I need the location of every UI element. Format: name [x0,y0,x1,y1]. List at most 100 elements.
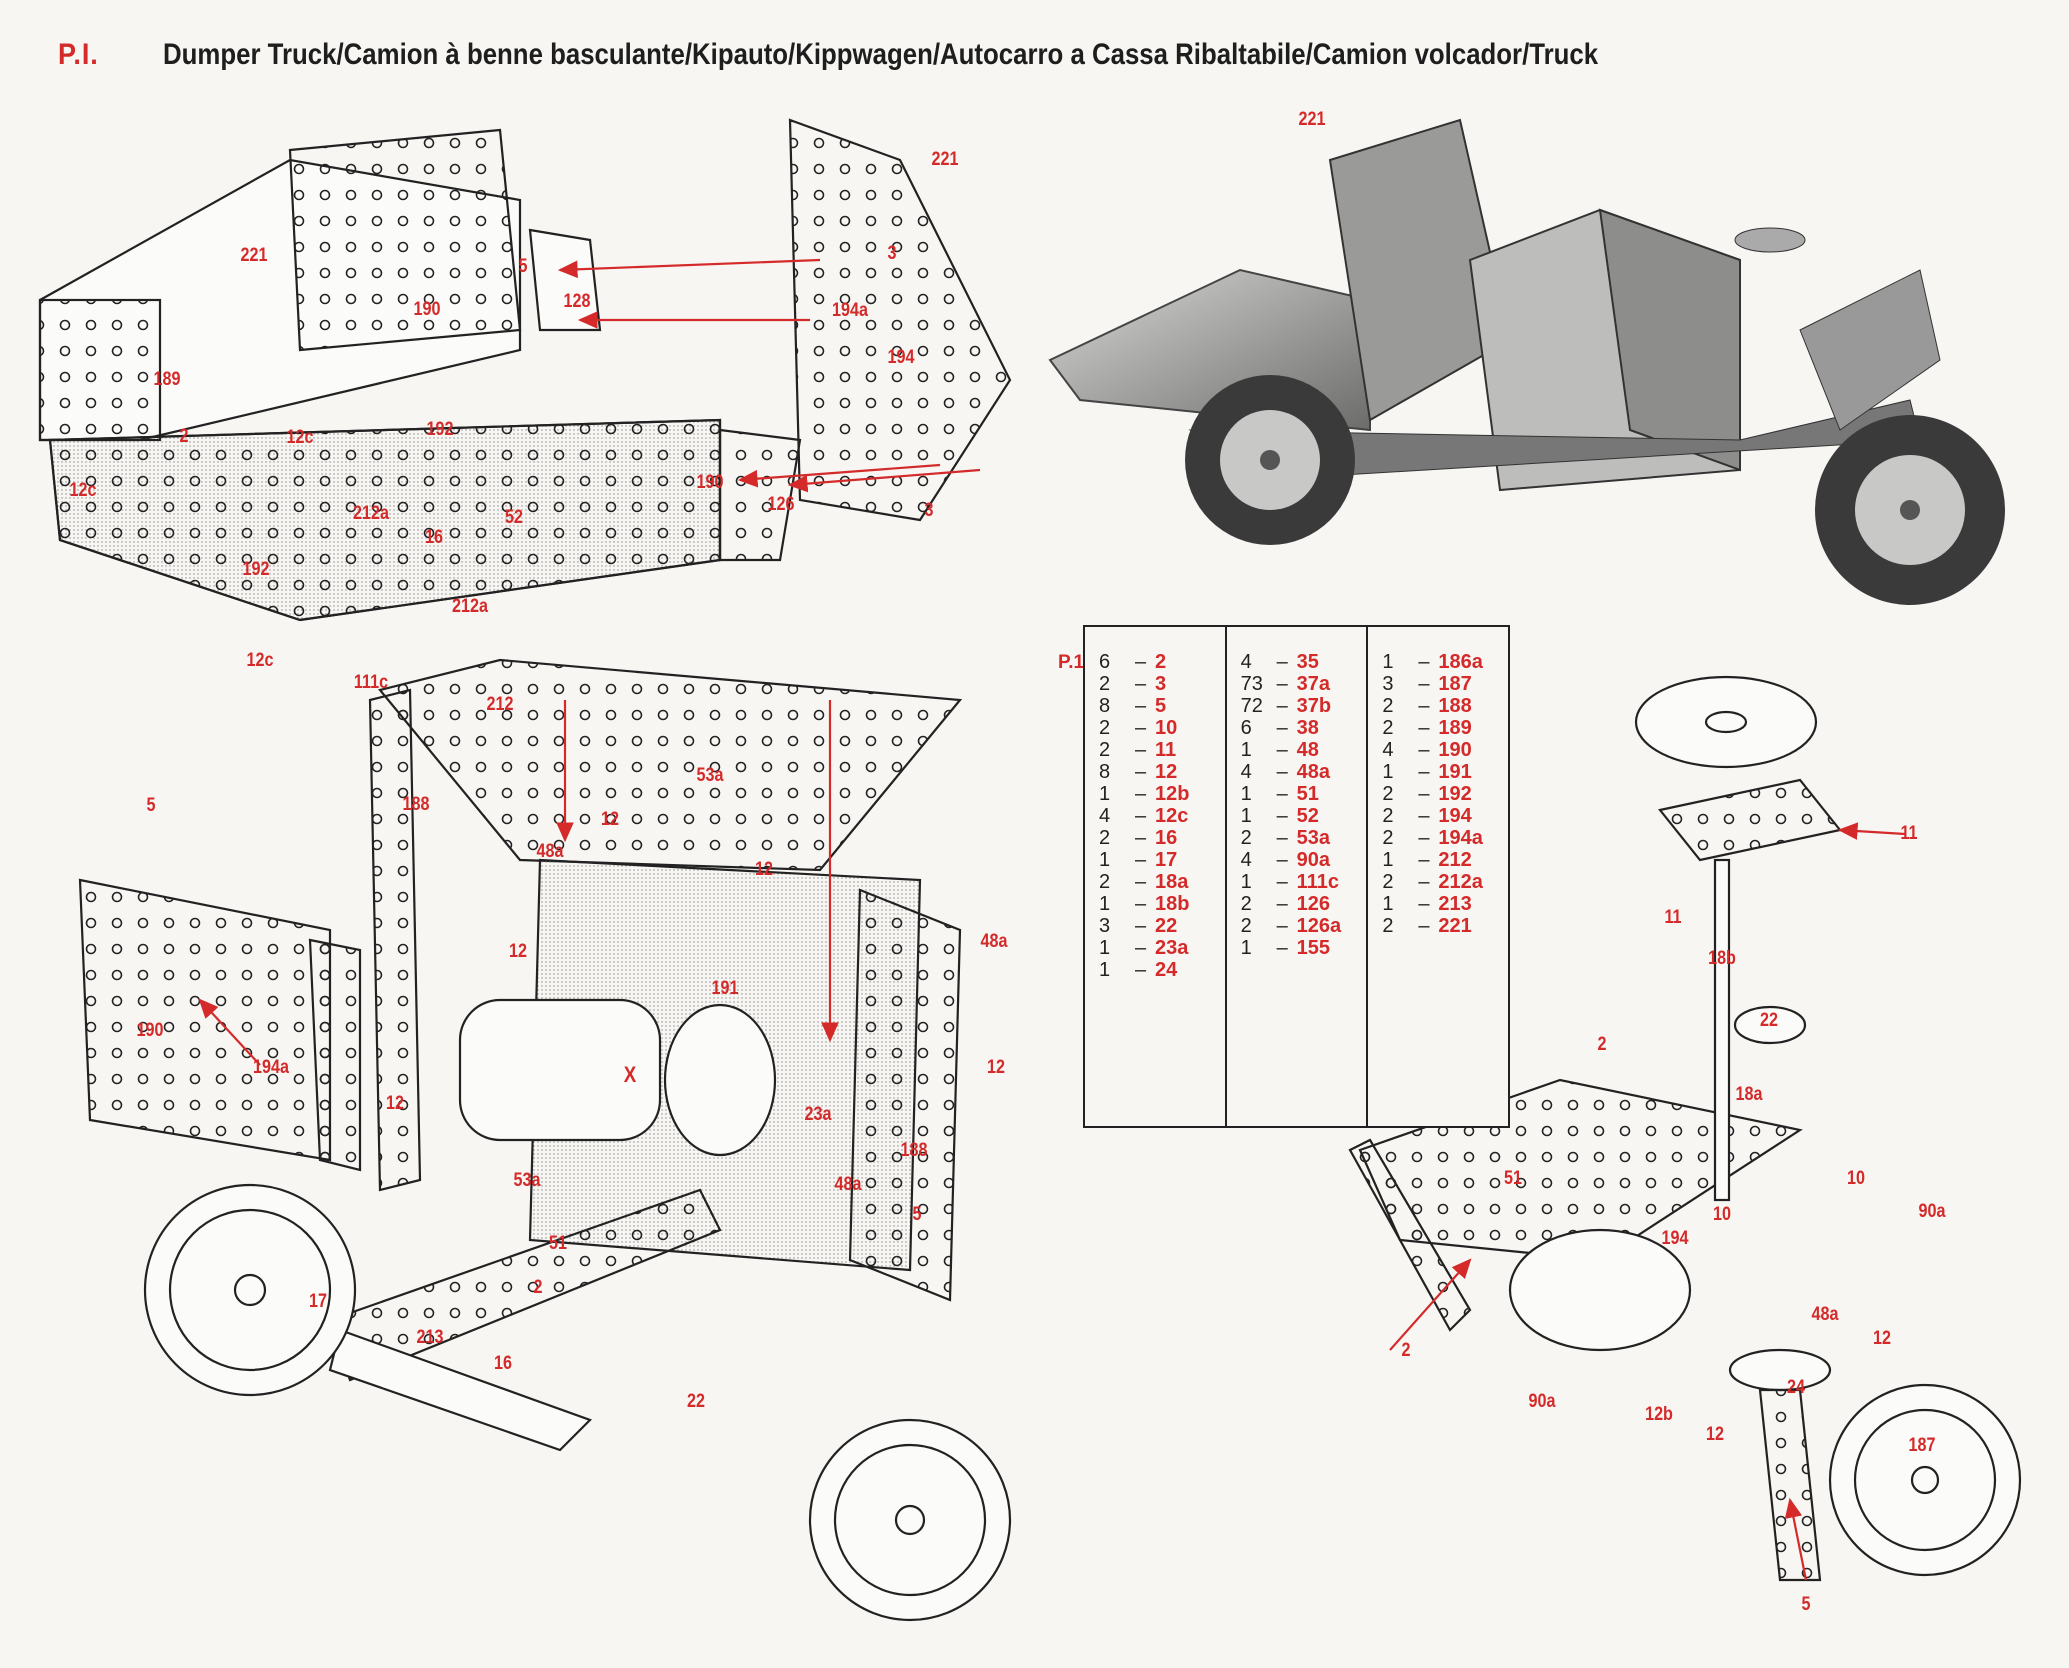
part-number: 189 [1438,717,1472,739]
part-label: 17 [309,1291,327,1312]
parts-row: 1–155 [1241,937,1367,959]
part-number: 52 [1296,805,1319,827]
parts-list-label: P.1 [1058,652,1085,673]
part-label: 12 [386,1093,404,1114]
parts-row: 72–37b [1241,695,1367,717]
dash: – [1418,805,1430,827]
part-quantity: 3 [1099,915,1111,937]
parts-row: 1 –52 [1241,805,1367,827]
dash: – [1135,893,1147,915]
part-quantity: 1 [1099,959,1111,981]
part-label: 194a [253,1057,289,1078]
part-label: 23a [804,1104,832,1125]
part-quantity: 1 [1382,849,1394,871]
part-label: 188 [900,1140,928,1161]
dash: – [1135,849,1147,871]
part-label: 18b [1708,948,1736,969]
dash: – [1135,761,1147,783]
part-number: 10 [1155,717,1178,739]
part-number: 155 [1296,937,1331,959]
part-quantity: 4 [1099,805,1111,827]
part-label: 16 [494,1353,512,1374]
part-quantity: 1 [1382,761,1394,783]
part-number: 186a [1438,651,1483,673]
part-label: 12 [987,1057,1005,1078]
part-quantity: 8 [1099,761,1111,783]
part-number: 37b [1296,695,1332,717]
part-quantity: 2 [1382,805,1394,827]
part-number: 190 [1438,739,1472,761]
parts-row: 73–37a [1241,673,1367,695]
part-label: 2 [179,426,189,447]
part-label: 213 [416,1327,444,1348]
part-quantity: 2 [1382,827,1394,849]
parts-row: 1–186a [1382,651,1508,673]
dash: – [1418,783,1430,805]
part-quantity: 1 [1240,805,1252,827]
part-label: 52 [505,507,523,528]
part-number: 194 [1438,805,1472,827]
part-quantity: 2 [1240,915,1252,937]
parts-row: 3–187 [1382,673,1508,695]
part-label: 3 [887,243,897,264]
dash: – [1135,717,1147,739]
part-quantity: 1 [1240,783,1252,805]
part-quantity: 2 [1240,893,1252,915]
part-label: 212a [353,503,389,524]
part-number: 212a [1438,871,1483,893]
page-header: P.I. Dumper Truck/Camion à benne bascula… [58,38,1598,72]
part-label: 190 [136,1020,164,1041]
parts-row: 2 –194 [1382,805,1508,827]
part-quantity: 1 [1382,651,1394,673]
dash: – [1135,739,1147,761]
part-label: 11 [1900,823,1918,844]
page-title: Dumper Truck/Camion à benne basculante/K… [163,38,1599,71]
part-label: 51 [549,1233,567,1254]
part-label: 194a [832,300,868,321]
part-label: 5 [912,1204,922,1225]
dash: – [1418,673,1430,695]
part-label: 221 [240,245,268,266]
dash: – [1135,783,1147,805]
dash: – [1276,651,1288,673]
part-label: 10 [1847,1168,1865,1189]
part-label: 11 [1664,907,1682,928]
part-label: 12c [246,650,274,671]
part-label: 12 [755,859,773,880]
dash: – [1276,673,1288,695]
part-label: 90a [1528,1391,1556,1412]
part-number: 212 [1438,849,1472,871]
part-label: 90a [1918,1201,1946,1222]
part-label: 53a [696,765,724,786]
part-number: 53a [1296,827,1331,849]
parts-row: 2–18a [1099,871,1225,893]
dash: – [1276,893,1288,915]
dash: – [1276,783,1288,805]
part-number: 192 [1438,783,1472,805]
dash: – [1418,871,1430,893]
dash: – [1276,915,1288,937]
part-label: 12 [601,809,619,830]
part-label: 18a [1735,1084,1763,1105]
part-number: 18b [1155,893,1190,915]
dash: – [1135,827,1147,849]
part-quantity: 2 [1099,827,1111,849]
dash: – [1276,761,1288,783]
parts-row: 4–48a [1241,761,1367,783]
parts-row: 2–126a [1241,915,1367,937]
part-label: 194 [1661,1228,1689,1249]
part-number: 23a [1155,937,1189,959]
part-label: 5 [518,256,528,277]
part-label: 2 [533,1277,543,1298]
part-quantity: 2 [1382,717,1394,739]
dash: – [1276,849,1288,871]
part-quantity: 1 [1099,783,1111,805]
parts-row: 2–11 [1099,739,1225,761]
dash: – [1135,959,1147,981]
dash: – [1276,805,1288,827]
part-quantity: 8 [1099,695,1111,717]
parts-row: 1–51 [1241,783,1367,805]
parts-row: 4–12c [1099,805,1225,827]
part-number: 22 [1155,915,1178,937]
